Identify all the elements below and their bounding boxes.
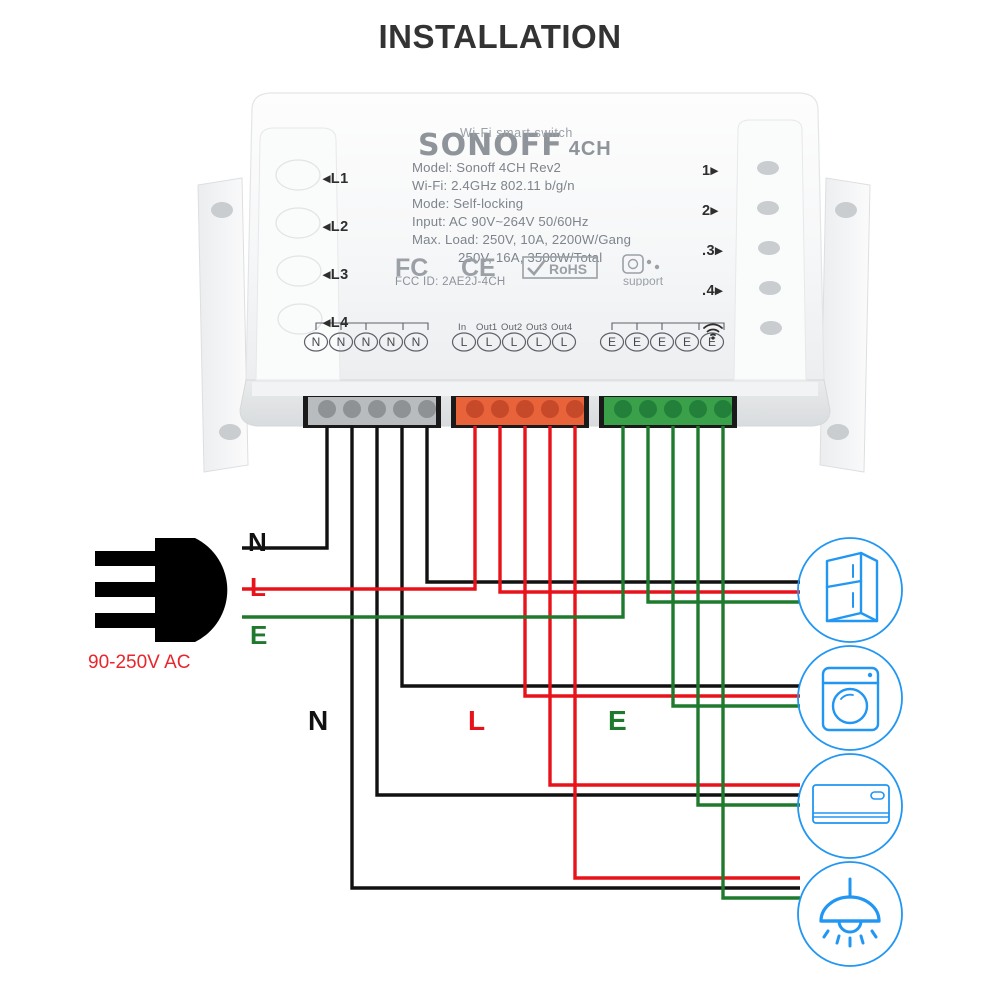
wire-neutral-out3 xyxy=(375,426,800,797)
terminal-caption-out2: Out2 xyxy=(501,322,523,333)
svg-text:L: L xyxy=(511,335,518,349)
led-1-text: 1 xyxy=(702,163,711,179)
wire-live-out3 xyxy=(548,426,800,787)
wire-neutral-supply xyxy=(242,426,329,550)
wire-earth-supply xyxy=(242,426,625,619)
svg-text:L: L xyxy=(561,335,568,349)
terminal-caption-in: In xyxy=(458,322,467,333)
l3-text: L3 xyxy=(330,267,349,283)
supply-label-neutral: N xyxy=(248,527,267,557)
wire-earth-out2 xyxy=(671,426,800,708)
svg-text:N: N xyxy=(312,335,321,349)
svg-text:L: L xyxy=(461,335,468,349)
svg-text:E: E xyxy=(658,335,666,349)
svg-text:L: L xyxy=(536,335,543,349)
spec-mode: Mode: Self-locking xyxy=(412,196,524,211)
svg-text:E: E xyxy=(633,335,641,349)
device-casing: NNN NN LLL LL EEE EE xyxy=(197,92,871,473)
svg-text:RoHS: RoHS xyxy=(549,261,587,277)
wire-earth-out4 xyxy=(721,426,800,900)
wire-neutral-out4 xyxy=(350,426,800,890)
bus-label-neutral: N xyxy=(308,705,329,736)
spec-model: Model: Sonoff 4CH Rev2 xyxy=(412,160,561,175)
svg-text:N: N xyxy=(412,335,421,349)
wire-live-out1 xyxy=(498,426,800,594)
wire-earth-out1 xyxy=(646,426,800,604)
refrigerator-icon xyxy=(797,537,903,643)
terminal-caption-out4: Out4 xyxy=(551,322,573,333)
svg-text:L: L xyxy=(486,335,493,349)
wire-neutral-out1 xyxy=(425,426,800,584)
ce-icon: CE xyxy=(461,254,496,282)
page-title: INSTALLATION xyxy=(378,18,622,55)
wire-earth-out3 xyxy=(696,426,800,807)
air-conditioner-icon xyxy=(797,753,903,859)
led-2-text: 2 xyxy=(702,203,711,219)
wire-neutral-out2 xyxy=(400,426,800,688)
power-plug-icon xyxy=(95,538,228,642)
voltage-label: 90-250V AC xyxy=(88,652,191,673)
led-label-1: 1▸ xyxy=(702,163,719,179)
certification-logos: FC CE RoHS support xyxy=(395,254,664,286)
terminal-caption-out1: Out1 xyxy=(476,322,498,333)
brand-name: SONOFF xyxy=(418,128,563,163)
support-icon: support xyxy=(622,254,664,286)
led-3-text: .3 xyxy=(702,243,716,259)
l2-text: L2 xyxy=(330,219,349,235)
svg-text:N: N xyxy=(337,335,346,349)
svg-text:E: E xyxy=(608,335,616,349)
fcc-icon: FC xyxy=(395,254,428,282)
bus-label-live: L xyxy=(468,705,486,736)
washing-machine-icon xyxy=(797,645,903,751)
button-label-l4[interactable]: ◂L4 xyxy=(323,315,349,331)
wifi-icon xyxy=(703,323,723,340)
fcc-id: FCC ID: 2AE2J-4CH xyxy=(395,276,506,288)
button-label-l1[interactable]: ◂L1 xyxy=(323,171,349,187)
rohs-icon: RoHS xyxy=(522,256,598,279)
wire-live-out4 xyxy=(573,426,800,880)
svg-text:N: N xyxy=(387,335,396,349)
svg-text:support: support xyxy=(623,274,664,286)
l1-text: L1 xyxy=(330,171,349,187)
supply-label-earth: E xyxy=(250,620,268,650)
spec-maxload: Max. Load: 250V, 10A, 2200W/Gang xyxy=(412,232,632,247)
led-label-2: 2▸ xyxy=(702,203,719,219)
appliance-icons xyxy=(797,537,903,967)
svg-text:E: E xyxy=(683,335,691,349)
led-4-text: .4 xyxy=(702,283,716,299)
led-label-3: .3▸ xyxy=(702,243,723,259)
button-label-l3[interactable]: ◂L3 xyxy=(323,267,349,283)
terminal-caption-out3: Out3 xyxy=(526,322,548,333)
supply-label-live: L xyxy=(250,572,266,602)
button-label-l2[interactable]: ◂L2 xyxy=(323,219,349,235)
brand-model: 4CH xyxy=(568,138,612,160)
svg-text:E: E xyxy=(708,335,716,349)
wire-live-supply xyxy=(242,426,477,591)
brand-tagline: Wi-Fi smart switch xyxy=(460,126,573,140)
led-label-4: .4▸ xyxy=(702,283,723,299)
ceiling-lamp-icon xyxy=(797,861,903,967)
spec-wifi: Wi-Fi: 2.4GHz 802.11 b/g/n xyxy=(412,178,575,193)
spec-input: Input: AC 90V~264V 50/60Hz xyxy=(412,214,589,229)
l4-text: L4 xyxy=(330,315,349,331)
bus-label-earth: E xyxy=(608,705,627,736)
wire-live-out2 xyxy=(523,426,800,698)
svg-text:N: N xyxy=(362,335,371,349)
